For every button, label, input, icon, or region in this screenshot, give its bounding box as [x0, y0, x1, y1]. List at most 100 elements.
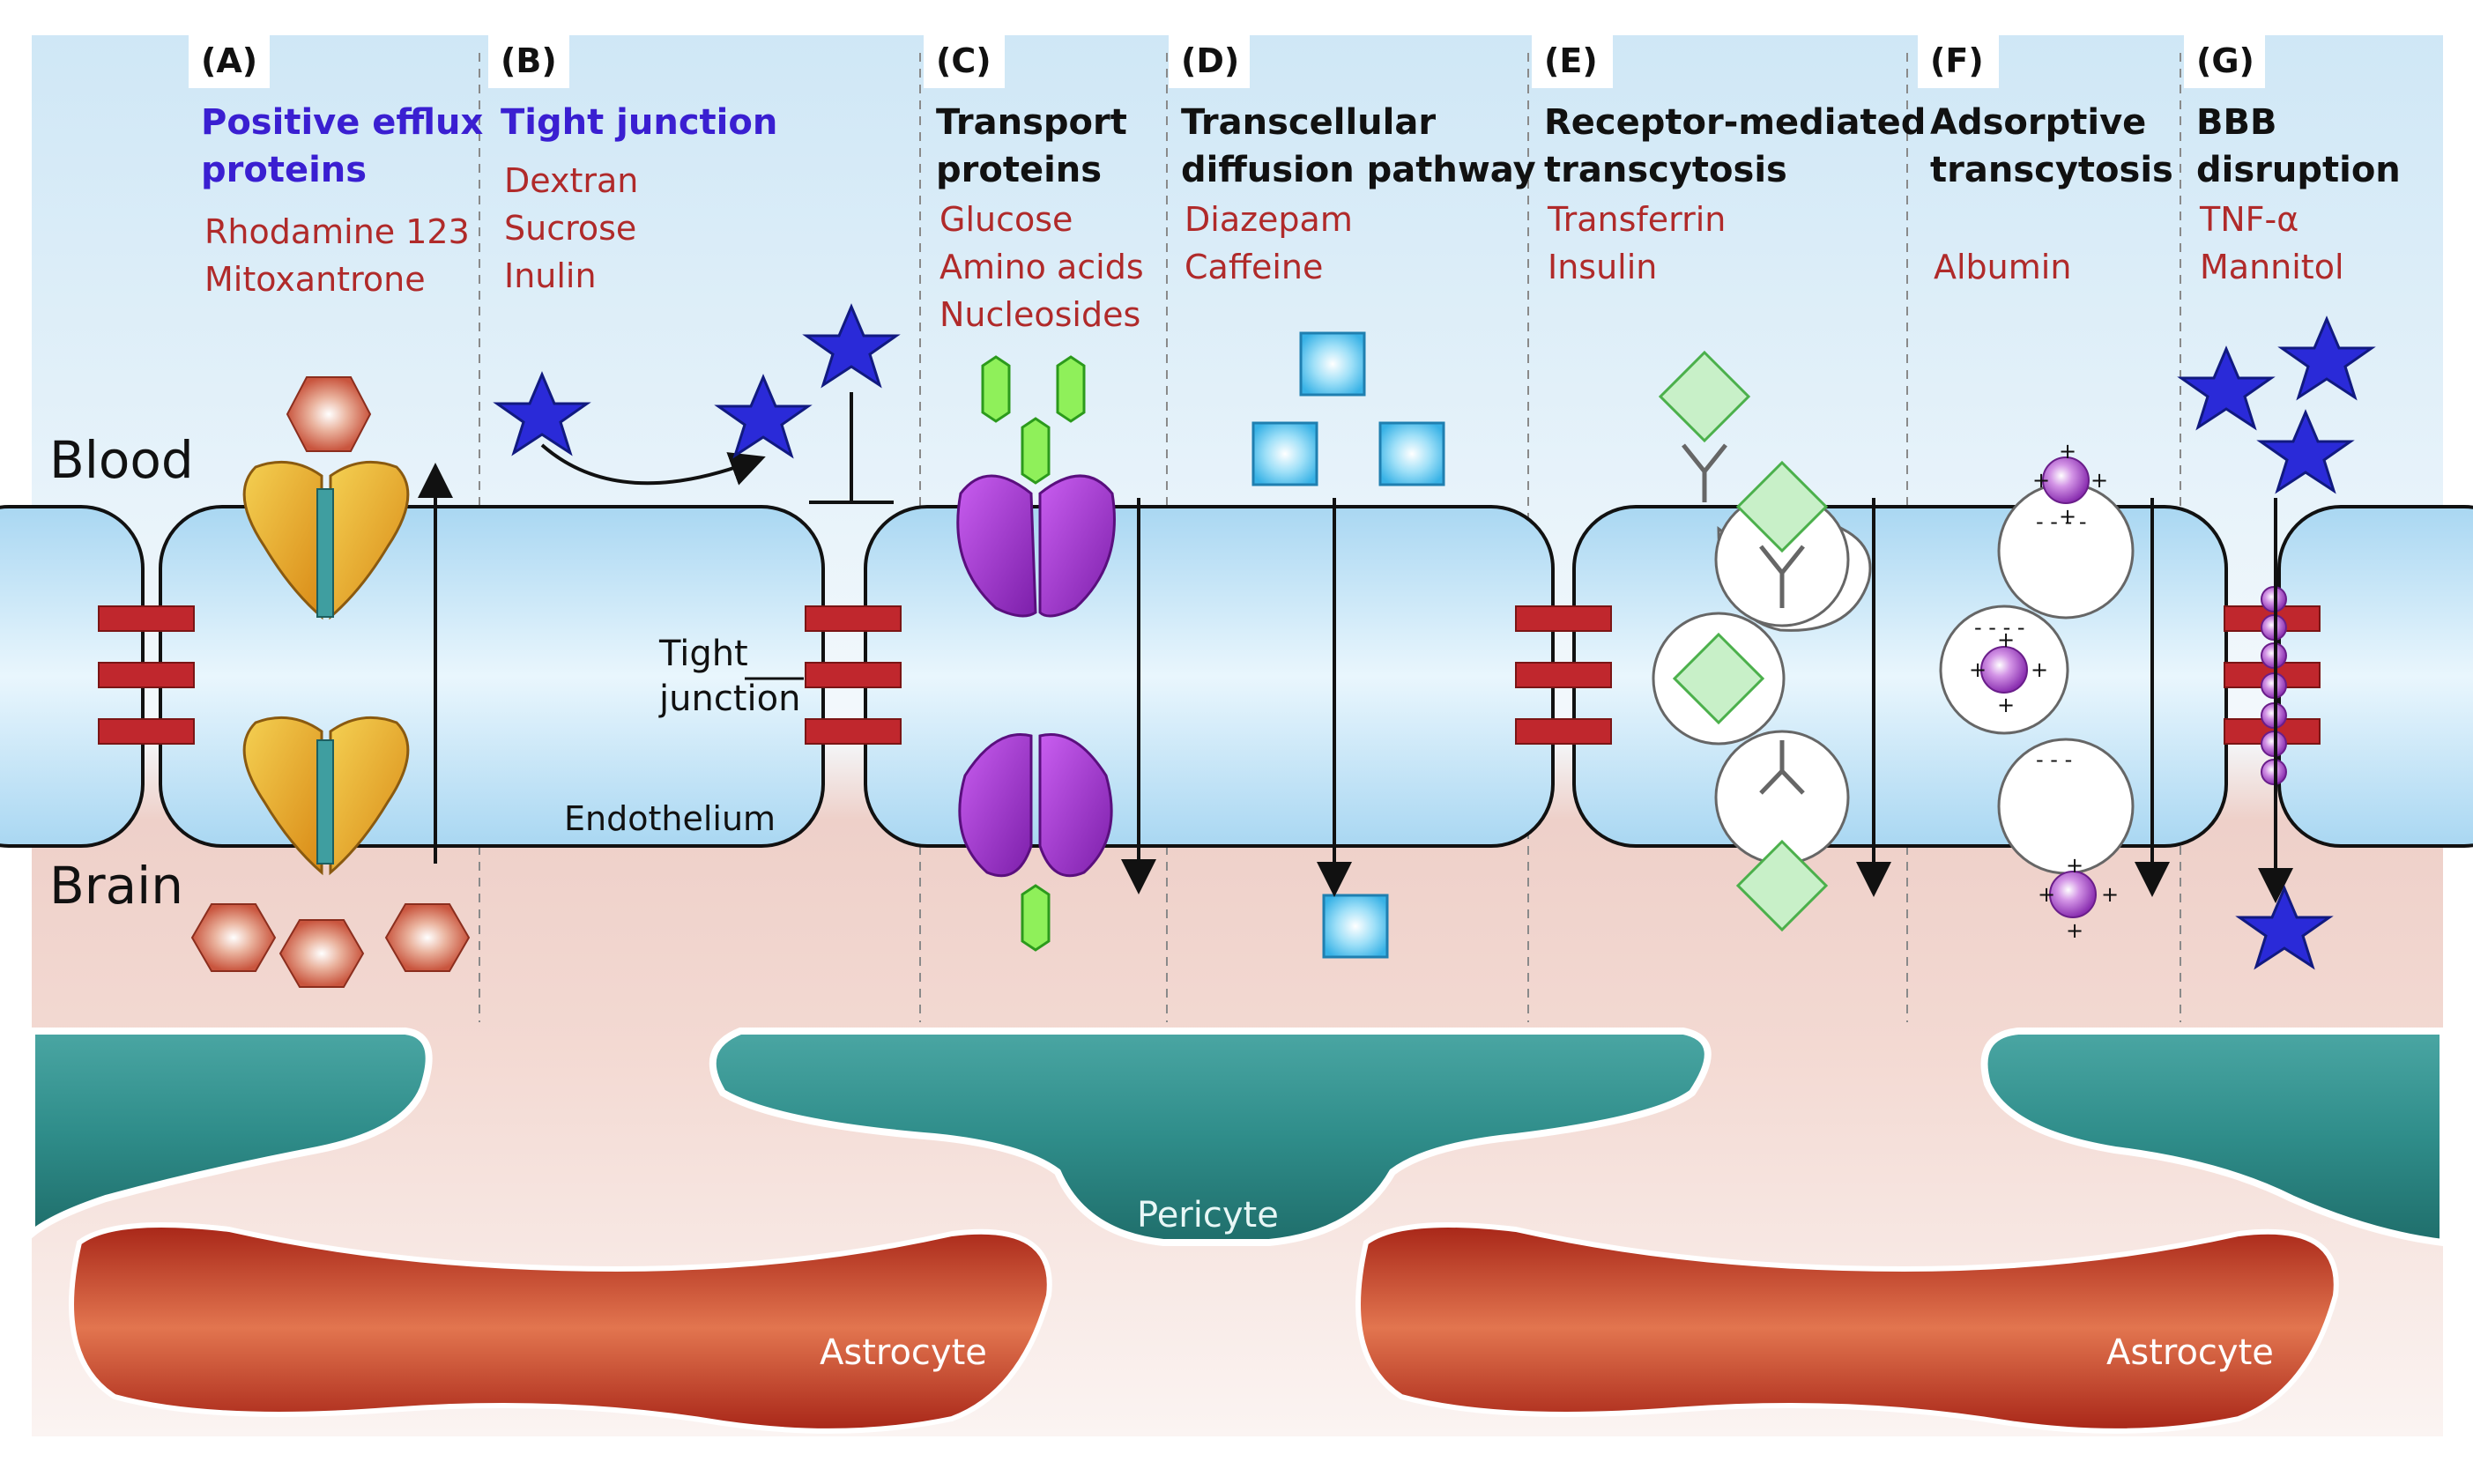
- panel-example: TNF-α: [2199, 200, 2298, 239]
- panel-letter-background: [1169, 35, 1250, 88]
- efflux-substrate-hexagon: [384, 903, 471, 972]
- panel-letter-background: [1918, 35, 1999, 88]
- pericyte-center: [709, 1028, 1712, 1246]
- brain-label: Brain: [49, 856, 183, 916]
- ligand-diamond: [1658, 350, 1751, 443]
- pericytes: [28, 1028, 2447, 1247]
- charge-sign: +: [1969, 657, 1987, 682]
- panel-title: Transcellular: [1181, 102, 1436, 143]
- panel-letter: (F): [1930, 41, 1984, 80]
- charge-sign: - - - -: [2036, 509, 2087, 534]
- panel-example: Albumin: [1934, 248, 2071, 286]
- star-molecule: [2277, 315, 2376, 401]
- diffusing-cube: [1251, 421, 1318, 486]
- panel-letter: (G): [2196, 41, 2254, 80]
- star-molecule: [714, 374, 813, 459]
- diffusing-cube: [1378, 421, 1445, 486]
- efflux-substrate-hexagon: [286, 376, 372, 452]
- tight-junction-label-line1: Tight: [658, 634, 748, 674]
- tight-junction-bar: [1515, 718, 1612, 745]
- star-molecule: [2256, 409, 2355, 494]
- ligand-diamond: [1672, 632, 1765, 725]
- panel-letter: (C): [936, 41, 991, 80]
- albumin-particle: [1980, 646, 2028, 694]
- panel-title: Transport: [936, 102, 1127, 143]
- efflux-substrate-hexagon: [190, 903, 277, 972]
- transport-protein-top: [956, 474, 1116, 618]
- pericyte-label: Pericyte: [1137, 1195, 1279, 1235]
- charge-sign: +: [2031, 657, 2048, 682]
- ligand-diamond: [1735, 839, 1829, 932]
- transport-protein-bottom: [958, 733, 1113, 878]
- charge-sign: +: [2059, 439, 2076, 464]
- bbb-disruption: [2258, 498, 2293, 903]
- panel-title: diffusion pathway: [1181, 150, 1536, 190]
- panel-example: Dextran: [504, 161, 638, 200]
- receptor-transcytosis: [1652, 350, 1891, 932]
- albumin-particle: [2042, 456, 2090, 504]
- panel-example: Mannitol: [2200, 248, 2344, 286]
- tight-junction-bar: [805, 718, 902, 745]
- efflux-protein-top: [242, 460, 410, 620]
- charge-sign: +: [2101, 882, 2119, 907]
- diffusing-cube: [1299, 331, 1366, 397]
- endothelium-label: Endothelium: [564, 799, 776, 838]
- panel-letter: (B): [501, 41, 557, 80]
- panel-example: Insulin: [1548, 248, 1657, 286]
- panel-letter: (E): [1544, 41, 1598, 80]
- tight-junction-bar: [98, 718, 195, 745]
- glucose-hexagon: [1021, 884, 1051, 952]
- charge-sign: - - -: [2036, 747, 2072, 772]
- tight-junction-bar: [98, 662, 195, 688]
- diffusing-molecules: [1251, 331, 1445, 959]
- star-molecule: [493, 371, 591, 456]
- star-molecule: [2235, 885, 2334, 970]
- panel-title: BBB: [2196, 102, 2276, 143]
- panel-title: transcytosis: [1544, 150, 1787, 190]
- efflux-protein-bottom: [242, 716, 410, 876]
- panel-letter-background: [189, 35, 270, 88]
- charge-sign: +: [1997, 693, 2015, 717]
- panel-example: Transferrin: [1547, 200, 1726, 239]
- glucose-hexagon: [1021, 417, 1051, 485]
- charge-sign: +: [2066, 853, 2083, 878]
- panel-title: Tight junction: [501, 102, 777, 143]
- charge-sign: +: [2059, 504, 2076, 529]
- pericyte-left: [28, 1028, 433, 1242]
- panel-title: Positive efflux: [201, 102, 484, 143]
- efflux-substrate-hexagon: [278, 919, 365, 988]
- panel-example: Diazepam: [1185, 200, 1353, 239]
- panel-example: Mitoxantrone: [204, 260, 426, 299]
- panel-title: transcytosis: [1930, 150, 2173, 190]
- panel-example: Inulin: [504, 256, 597, 295]
- panel-example: Rhodamine 123: [204, 212, 470, 251]
- pericyte-right: [1980, 1028, 2447, 1247]
- astrocyte-label-right: Astrocyte: [2106, 1332, 2274, 1373]
- ligand-diamond: [1735, 460, 1829, 553]
- glucose-hexagon: [981, 355, 1011, 423]
- panel-example: Glucose: [939, 200, 1073, 239]
- panel-title: Receptor-mediated: [1544, 102, 1926, 143]
- tight-junction-panel: [540, 392, 894, 504]
- panel-example: Nucleosides: [939, 295, 1140, 334]
- star-molecule: [2177, 345, 2276, 431]
- panel-letter: (A): [201, 41, 257, 80]
- panel-title: proteins: [936, 150, 1102, 190]
- charge-sign: +: [2091, 468, 2108, 493]
- charge-sign: +: [2032, 468, 2050, 493]
- panel-example: Amino acids: [939, 248, 1144, 286]
- astrocyte-left: [69, 1222, 1052, 1434]
- receptor: [1682, 443, 1727, 502]
- receptor: [1759, 545, 1805, 608]
- panel-title: Adsorptive: [1930, 102, 2146, 143]
- efflux-substrates: [190, 376, 471, 988]
- tight-junction-bar: [98, 605, 195, 632]
- charge-sign: +: [2038, 882, 2055, 907]
- astrocyte-label-left: Astrocyte: [820, 1332, 987, 1373]
- albumin-particle: [2049, 871, 2097, 918]
- tight-junction-bar: [805, 605, 902, 632]
- blood-label: Blood: [49, 430, 194, 490]
- panel-title: proteins: [201, 150, 367, 190]
